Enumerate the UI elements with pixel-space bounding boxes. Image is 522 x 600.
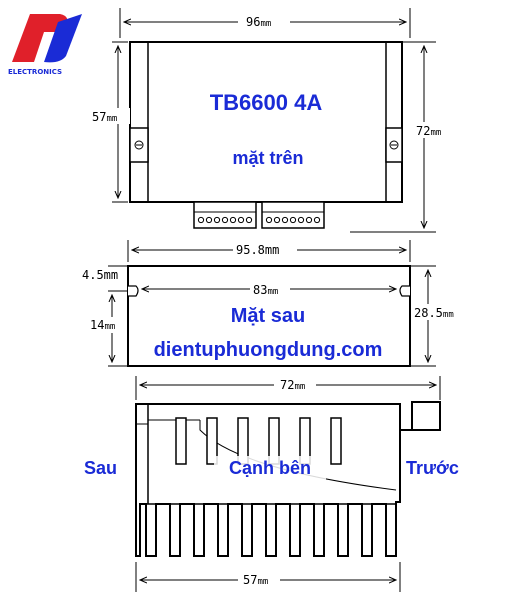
back-hole-offset-value: 4.5mm bbox=[82, 268, 118, 282]
side-label-back: Sau bbox=[84, 458, 117, 478]
side-view-caption: Cạnh bên bbox=[229, 458, 311, 478]
back-hole-height-unit: mm bbox=[104, 322, 115, 332]
back-width-value: 95.8mm bbox=[236, 243, 279, 257]
back-hole-spacing-value: 83 bbox=[253, 283, 267, 297]
top-height-value: 57 bbox=[92, 110, 106, 124]
top-outer-height-value: 72 bbox=[416, 124, 430, 138]
back-hole-spacing-unit: mm bbox=[267, 287, 278, 297]
side-top-width-unit: mm bbox=[294, 382, 305, 392]
svg-text:96mm: 96mm bbox=[246, 15, 271, 29]
side-label-front: Trước bbox=[406, 458, 459, 478]
top-height-unit: mm bbox=[106, 114, 117, 124]
back-hole-height-value: 14 bbox=[90, 318, 104, 332]
top-width-value: 96 bbox=[246, 15, 260, 29]
svg-text:83mm: 83mm bbox=[253, 283, 278, 297]
svg-text:57mm: 57mm bbox=[92, 110, 117, 124]
side-bottom-width-unit: mm bbox=[257, 577, 268, 587]
back-view: 95.8mm 83mm 4.5mm 14mm 28.5mm Mặt sau di… bbox=[82, 240, 468, 367]
svg-text:72mm: 72mm bbox=[280, 378, 305, 392]
top-outer-height-unit: mm bbox=[430, 128, 441, 138]
top-view: 96mm bbox=[88, 8, 456, 233]
side-bottom-width-value: 57 bbox=[243, 573, 257, 587]
svg-text:72mm: 72mm bbox=[416, 124, 441, 138]
side-view: 72mm 57mm Sau Cạnh bên Trước bbox=[84, 376, 459, 592]
top-width-unit: mm bbox=[260, 19, 271, 29]
back-view-caption: Mặt sau bbox=[231, 305, 305, 327]
brand-logo: ELECTRONICS bbox=[6, 6, 86, 76]
svg-text:57mm: 57mm bbox=[243, 573, 268, 587]
logo-text: ELECTRONICS bbox=[8, 68, 62, 76]
top-view-caption: mặt trên bbox=[232, 148, 303, 168]
svg-text:14mm: 14mm bbox=[90, 318, 115, 332]
terminal-connector-left bbox=[193, 201, 257, 229]
website-text: dientuphuongdung.com bbox=[154, 339, 383, 361]
back-height-unit: mm bbox=[443, 310, 454, 320]
terminal-connector-right bbox=[261, 201, 325, 229]
svg-text:28.5mm: 28.5mm bbox=[414, 306, 454, 320]
back-height-value: 28.5 bbox=[414, 306, 443, 320]
top-body-outline bbox=[129, 41, 403, 203]
side-top-width-value: 72 bbox=[280, 378, 294, 392]
model-title: TB6600 4A bbox=[210, 90, 323, 115]
